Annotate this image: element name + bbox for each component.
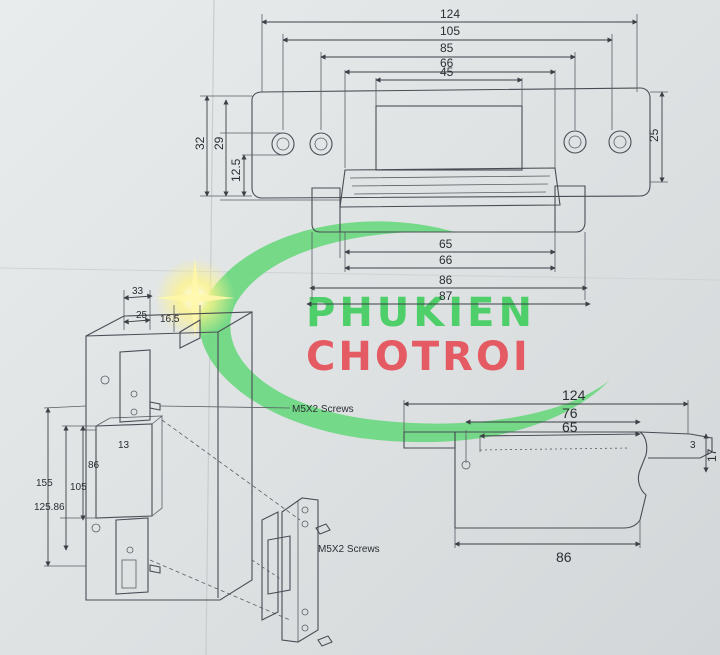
side-dim-65: 65	[562, 419, 578, 435]
dim-width-66: 66	[440, 56, 454, 70]
screw-hole-right-1	[563, 130, 587, 154]
dim-height-12-5: 12.5	[229, 158, 243, 182]
strike-plate-outline	[251, 87, 651, 199]
iso-dim-16-5: 16.5	[160, 314, 180, 325]
iso-dim-155: 155	[36, 478, 53, 489]
upper-strike-part	[119, 349, 151, 423]
side-dim-86: 86	[556, 549, 572, 565]
screw-hole-left-2	[309, 132, 333, 156]
face-plate	[281, 497, 319, 643]
latch-body-left	[311, 187, 341, 233]
screw-hole-left-1	[271, 132, 295, 156]
dim-width-105: 105	[440, 24, 460, 38]
watermark-line-2: CHOTROI	[306, 334, 531, 380]
iso-dim-86: 86	[88, 460, 100, 471]
dim-bottom-87: 87	[439, 289, 453, 303]
dim-bottom-86: 86	[439, 273, 453, 287]
screws-label-upper: M5X2 Screws	[292, 404, 354, 415]
screws-label-lower: M5X2 Screws	[318, 544, 380, 555]
watermark-line-1: PHUKIEN	[306, 290, 536, 336]
dim-height-25: 25	[647, 128, 661, 142]
dim-width-85: 85	[440, 41, 454, 55]
side-profile	[454, 431, 648, 529]
latch-cover	[339, 167, 561, 208]
dim-width-124: 124	[440, 7, 460, 21]
watermark-logo: PHUKIEN CHOTROI	[155, 221, 611, 443]
mortise-pocket	[95, 423, 153, 519]
lower-strike-part	[115, 517, 149, 595]
screw-lower	[149, 564, 161, 574]
screw-right-upper	[315, 523, 331, 535]
dim-width-45: 45	[440, 65, 454, 79]
keeper-block	[375, 105, 523, 171]
iso-dim-25: 25	[136, 310, 148, 321]
screw-upper	[149, 401, 291, 411]
screw-right-lower	[317, 635, 333, 647]
side-dim-76: 76	[562, 405, 578, 421]
dim-bottom-65: 65	[439, 237, 453, 251]
latch-body-right	[554, 185, 586, 233]
screw-hole-right-2	[608, 130, 632, 154]
side-dim-124: 124	[562, 387, 586, 403]
latch-assembly	[261, 511, 279, 621]
dim-height-29: 29	[212, 136, 226, 150]
iso-dim-13: 13	[118, 440, 130, 451]
dim-height-32: 32	[193, 136, 207, 150]
isometric-view: 33 25 16.5 155 105 86 125.86 13 M5X2 Scr…	[34, 286, 380, 647]
dim-bottom-66: 66	[439, 253, 453, 267]
top-view: 124 105 85 66 45 32 29 12.5 25 65 66 86 …	[193, 7, 668, 307]
side-dim-3: 3	[690, 440, 696, 451]
iso-dim-33: 33	[132, 286, 144, 297]
paper-fold-line	[0, 267, 720, 281]
side-view: 124 76 65 86 3 17	[403, 387, 719, 565]
side-dim-17: 17	[705, 448, 719, 462]
iso-dim-125-86: 125.86	[34, 502, 65, 513]
iso-dim-105: 105	[70, 482, 87, 493]
